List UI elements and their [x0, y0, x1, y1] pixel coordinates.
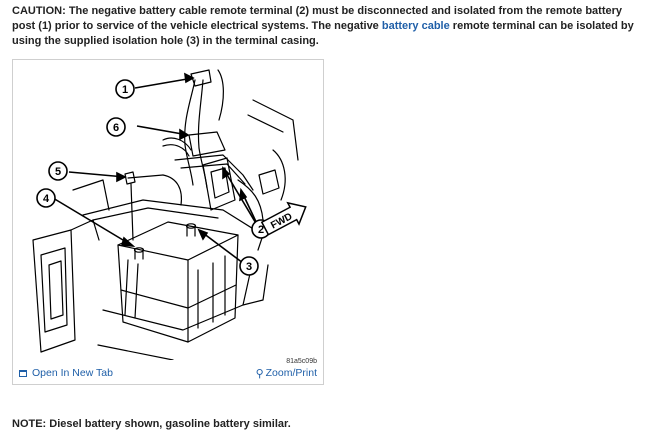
caution-prefix: CAUTION: The negative battery cable remo…	[12, 5, 623, 32]
zoom-print-label: Zoom/Print	[265, 367, 317, 379]
callout-5: 5	[55, 166, 61, 178]
open-in-new-tab-button[interactable]: Open In New Tab	[19, 367, 113, 379]
callout-6: 6	[113, 122, 119, 134]
battery-cable-link[interactable]: battery cable	[381, 20, 450, 32]
callout-1: 1	[122, 84, 128, 96]
battery-diagram: 1 6 5 4 2 3 FWD	[32, 69, 307, 360]
figure-toolbar: Open In New Tab ⚲ Zoom/Print	[13, 362, 323, 384]
figure-code: 81a5c09b	[286, 358, 317, 365]
open-in-new-tab-label: Open In New Tab	[32, 367, 113, 379]
caution-text: CAUTION: The negative battery cable remo…	[12, 4, 642, 49]
open-tab-icon	[19, 369, 27, 377]
callout-3: 3	[246, 261, 252, 273]
note-text: NOTE: Diesel battery shown, gasoline bat…	[12, 418, 291, 430]
diagram-figure: 1 6 5 4 2 3 FWD 81a5c09b Open In New Tab…	[12, 59, 324, 385]
callout-2: 2	[258, 224, 264, 236]
magnifier-icon: ⚲	[255, 367, 264, 380]
zoom-print-button[interactable]: ⚲ Zoom/Print	[256, 367, 317, 380]
caution-suffix: remote terminal can be isolated by using…	[12, 20, 634, 47]
fwd-arrow-icon: FWD	[260, 201, 307, 236]
callout-4: 4	[43, 193, 50, 205]
fwd-label: FWD	[269, 211, 294, 231]
